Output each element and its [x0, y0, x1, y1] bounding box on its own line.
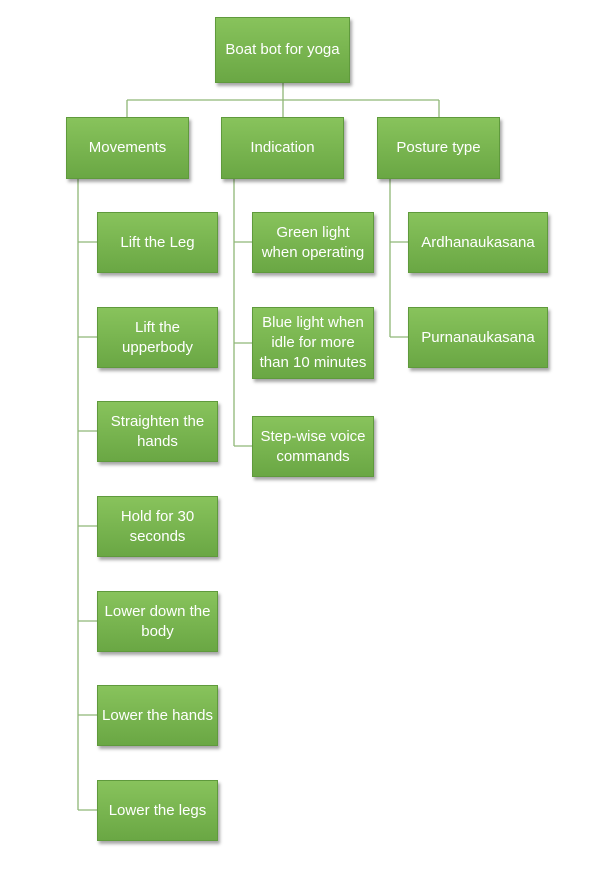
posture-type-node-label: Posture type	[396, 139, 481, 156]
root-node: Boat bot for yoga	[215, 17, 350, 83]
movement-step-label: Lift the Leg	[120, 233, 195, 251]
movement-step-label: Lower the legs	[108, 801, 207, 819]
movement-step-3: Straighten the hands	[97, 401, 218, 462]
movement-step-6: Lower the hands	[97, 685, 218, 746]
movement-step-4: Hold for 30 seconds	[97, 496, 218, 557]
movement-step-2: Lift the upperbody	[97, 307, 218, 368]
posture-type-node: Posture type	[377, 117, 500, 179]
indication-item-3: Step-wise voice commands	[252, 416, 374, 477]
movements-node: Movements	[66, 117, 189, 179]
movement-step-label: Hold for 30 seconds	[120, 507, 195, 545]
indication-item-label: Green light when operating	[261, 223, 365, 261]
root-node-label: Boat bot for yoga	[225, 41, 340, 58]
indication-item-label: Blue light when idle for more than 10 mi…	[259, 314, 367, 371]
indication-node: Indication	[221, 117, 344, 179]
posture-type-item-1: Ardhanaukasana	[408, 212, 548, 273]
indication-item-2: Blue light when idle for more than 10 mi…	[252, 307, 374, 379]
posture-type-item-label: Ardhanaukasana	[421, 233, 535, 251]
movement-step-label: Lift the upperbody	[122, 318, 193, 356]
movement-step-label: Straighten the hands	[110, 412, 205, 450]
movement-step-5: Lower down the body	[97, 591, 218, 652]
movement-step-1: Lift the Leg	[97, 212, 218, 273]
posture-type-item-2: Purnanaukasana	[408, 307, 548, 368]
posture-type-item-label: Purnanaukasana	[421, 328, 535, 346]
indication-item-1: Green light when operating	[252, 212, 374, 273]
indication-node-label: Indication	[250, 139, 315, 156]
movement-step-7: Lower the legs	[97, 780, 218, 841]
indication-item-label: Step-wise voice commands	[260, 427, 366, 465]
movement-step-label: Lower down the body	[104, 602, 211, 640]
movement-step-label: Lower the hands	[102, 706, 213, 724]
movements-node-label: Movements	[88, 139, 167, 156]
